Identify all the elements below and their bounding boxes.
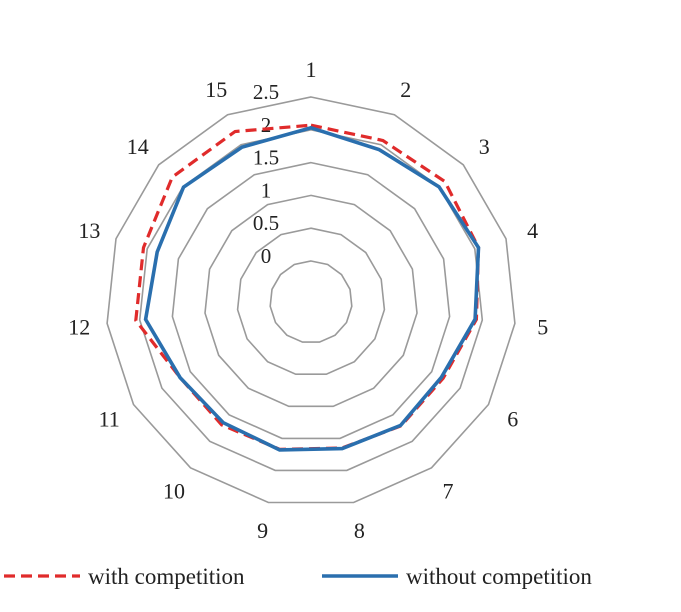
grid-layer (106, 96, 516, 504)
category-label: 2 (400, 77, 411, 102)
series-line-with-competition (134, 123, 481, 451)
grid-ring-0 (269, 260, 353, 343)
category-label: 12 (68, 314, 90, 339)
category-label: 15 (205, 77, 227, 102)
category-label: 8 (354, 518, 365, 543)
category-label: 4 (527, 218, 538, 243)
tick-label: 0 (261, 244, 272, 268)
tick-label: 1 (261, 178, 272, 202)
tick-label: 2.5 (253, 80, 279, 104)
legend-label: without competition (406, 564, 592, 589)
category-label: 13 (78, 218, 100, 243)
tick-label: 1.5 (253, 146, 279, 170)
series-layer (134, 123, 481, 452)
category-label: 5 (537, 314, 548, 339)
grid-ring-5 (106, 96, 516, 504)
category-label: 9 (257, 518, 268, 543)
tick-label: 2 (261, 113, 272, 137)
category-label: 3 (479, 134, 490, 159)
category-label: 6 (507, 407, 518, 432)
category-label: 11 (99, 407, 120, 432)
category-label: 7 (443, 479, 454, 504)
grid-ring-4 (138, 128, 484, 472)
category-label: 10 (163, 479, 185, 504)
grid-ring-1 (236, 227, 386, 376)
legend: with competition without competition (4, 564, 592, 589)
grid-ring-2 (204, 194, 418, 408)
series-line-without-competition (143, 125, 481, 452)
tick-label: 0.5 (253, 211, 279, 235)
category-label: 1 (306, 57, 317, 82)
tick-label-layer: 0 0.5 1 1.5 2 2.5 (253, 80, 279, 268)
category-label: 14 (127, 134, 149, 159)
legend-label: with competition (88, 564, 245, 589)
grid-ring-3 (171, 161, 451, 440)
